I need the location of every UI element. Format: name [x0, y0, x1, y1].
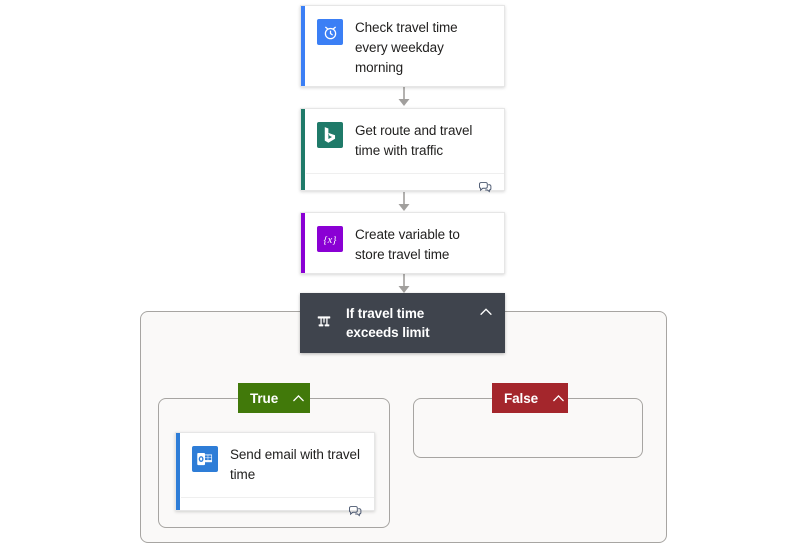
send-email-action-card[interactable]: Send email with travel time	[175, 432, 375, 517]
condition-card[interactable]: If travel time exceeds limit	[300, 293, 505, 353]
card-title: Get route and travel time with traffic	[355, 123, 473, 158]
card-accent-bar	[301, 6, 305, 86]
chevron-up-icon[interactable]	[477, 303, 495, 321]
card-header: Check travel time every weekday morning	[301, 6, 504, 90]
card-footer	[181, 497, 374, 524]
outlook-icon	[192, 446, 218, 472]
card-accent-bar	[301, 213, 305, 273]
card-accent-bar	[176, 433, 180, 510]
card-accent-bar	[301, 109, 305, 190]
comment-icon[interactable]	[478, 181, 492, 194]
bing-maps-icon	[317, 122, 343, 148]
false-branch-label: False	[504, 390, 539, 406]
chevron-up-icon[interactable]	[290, 390, 307, 407]
condition-title: If travel time exceeds limit	[346, 306, 430, 340]
true-branch-label: True	[250, 390, 279, 406]
card-title: Check travel time every weekday morning	[355, 20, 458, 75]
card-header: {x} Create variable to store travel time	[301, 213, 504, 277]
alarm-clock-icon	[317, 19, 343, 45]
variable-braces-icon: {x}	[317, 226, 343, 252]
card-title: Send email with travel time	[230, 447, 360, 482]
get-route-action-card[interactable]: Get route and travel time with traffic	[300, 108, 505, 193]
card-title: Create variable to store travel time	[355, 227, 460, 262]
card-footer	[306, 173, 504, 200]
card-header: Get route and travel time with traffic	[301, 109, 504, 173]
create-variable-action-card[interactable]: {x} Create variable to store travel time	[300, 212, 505, 274]
comment-icon[interactable]	[348, 505, 362, 518]
true-branch-pill[interactable]: True	[238, 383, 310, 413]
svg-text:{x}: {x}	[324, 235, 338, 246]
card-header: Send email with travel time	[176, 433, 374, 497]
false-branch-pill[interactable]: False	[492, 383, 568, 413]
check-travel-time-trigger-card[interactable]: Check travel time every weekday morning	[300, 5, 505, 87]
chevron-up-icon[interactable]	[550, 390, 567, 407]
condition-branch-icon	[312, 311, 336, 335]
